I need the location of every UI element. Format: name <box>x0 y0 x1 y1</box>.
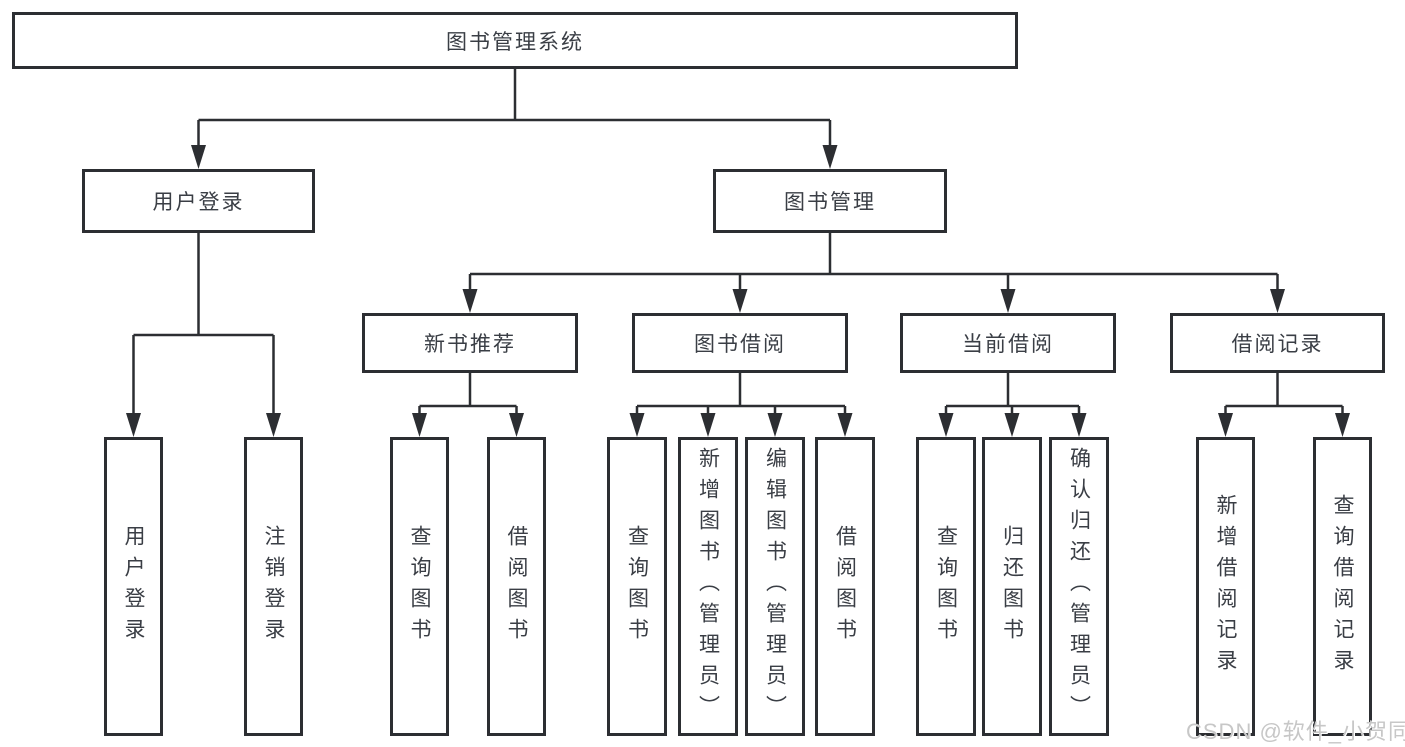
arrowhead-down-icon <box>462 289 478 313</box>
node-current-borrow-label: 当前借阅 <box>962 333 1054 356</box>
node-user-login: 用户登录 <box>82 169 315 233</box>
leaf-add-borrow-record-label: 新增借阅记录 <box>1214 493 1237 680</box>
leaf-add-book-admin-label: 新增图书（管理员） <box>696 447 720 726</box>
leaf-recommend-borrow-book: 借阅图书 <box>487 437 546 736</box>
leaf-edit-book-admin-label: 编辑图书（管理员） <box>763 447 787 726</box>
arrowhead-down-icon <box>822 145 838 169</box>
arrowhead-down-icon <box>1270 289 1285 313</box>
leaf-add-borrow-record: 新增借阅记录 <box>1196 437 1255 736</box>
leaf-current-query-book: 查询图书 <box>916 437 976 736</box>
leaf-confirm-return-admin-label: 确认归还（管理员） <box>1067 447 1091 726</box>
arrowhead-down-icon <box>700 413 716 437</box>
node-book-management-label: 图书管理 <box>784 191 876 214</box>
arrowhead-down-icon <box>1000 289 1016 313</box>
arrowhead-down-icon <box>938 413 954 437</box>
arrowhead-down-icon <box>1218 413 1233 437</box>
leaf-current-query-book-label: 查询图书 <box>934 524 958 649</box>
leaf-return-book: 归还图书 <box>982 437 1042 736</box>
arrowhead-down-icon <box>732 289 748 313</box>
node-book-management: 图书管理 <box>713 169 947 233</box>
node-current-borrow: 当前借阅 <box>900 313 1116 373</box>
arrowhead-down-icon <box>767 413 783 437</box>
node-root: 图书管理系统 <box>12 12 1018 69</box>
arrowhead-down-icon <box>126 413 141 437</box>
leaf-logout-label: 注销登录 <box>262 524 285 649</box>
arrowhead-down-icon <box>1335 413 1350 437</box>
arrowhead-down-icon <box>191 145 206 169</box>
arrowhead-down-icon <box>1071 413 1087 437</box>
leaf-recommend-query-book-label: 查询图书 <box>408 524 431 649</box>
node-book-borrow-label: 图书借阅 <box>694 333 786 356</box>
leaf-add-book-admin: 新增图书（管理员） <box>678 437 738 736</box>
leaf-query-borrow-record: 查询借阅记录 <box>1313 437 1372 736</box>
leaf-user-login: 用户登录 <box>104 437 163 736</box>
leaf-edit-book-admin: 编辑图书（管理员） <box>745 437 805 736</box>
leaf-recommend-query-book: 查询图书 <box>390 437 449 736</box>
arrowhead-down-icon <box>266 413 281 437</box>
node-borrow-records: 借阅记录 <box>1170 313 1385 373</box>
node-new-book-recommend-label: 新书推荐 <box>424 333 516 356</box>
leaf-return-book-label: 归还图书 <box>1000 524 1024 649</box>
csdn-watermark: CSDN @软件_小贺同学 <box>1186 719 1405 744</box>
leaf-recommend-borrow-book-label: 借阅图书 <box>505 524 528 649</box>
arrowhead-down-icon <box>1004 413 1020 437</box>
arrowhead-down-icon <box>837 413 853 437</box>
arrowhead-down-icon <box>629 413 645 437</box>
leaf-confirm-return-admin: 确认归还（管理员） <box>1049 437 1109 736</box>
node-borrow-records-label: 借阅记录 <box>1231 333 1324 356</box>
leaf-query-borrow-record-label: 查询借阅记录 <box>1331 493 1354 680</box>
leaf-borrow-query-book: 查询图书 <box>607 437 667 736</box>
node-book-borrow: 图书借阅 <box>632 313 848 373</box>
node-user-login-label: 用户登录 <box>152 191 245 214</box>
node-new-book-recommend: 新书推荐 <box>362 313 578 373</box>
leaf-borrow-query-book-label: 查询图书 <box>625 524 649 649</box>
arrowhead-down-icon <box>412 413 427 437</box>
arrowhead-down-icon <box>509 413 524 437</box>
leaf-user-login-label: 用户登录 <box>122 524 145 649</box>
leaf-logout: 注销登录 <box>244 437 303 736</box>
leaf-borrow-book: 借阅图书 <box>815 437 875 736</box>
leaf-borrow-book-label: 借阅图书 <box>833 524 857 649</box>
node-root-label: 图书管理系统 <box>446 30 584 54</box>
